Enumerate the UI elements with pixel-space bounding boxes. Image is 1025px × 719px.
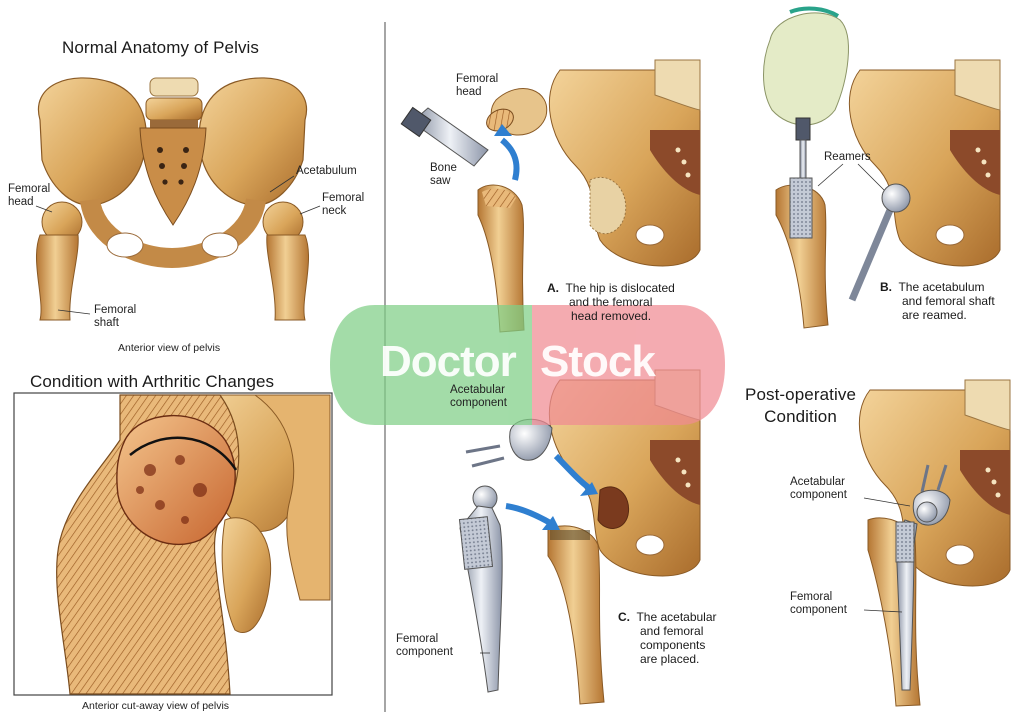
- postop-title: Post-operative Condition: [745, 384, 856, 428]
- step-a-caption: A. The hip is dislocated and the femoral…: [547, 281, 675, 323]
- step-b-caption-line3: are reamed.: [880, 308, 995, 322]
- step-c-label-acetabular: Acetabular component: [450, 384, 507, 410]
- postop-label-femoral-line2: component: [790, 604, 847, 617]
- step-a-label-femoral-head: Femoral head: [456, 73, 498, 99]
- step-c-label-femoral-line2: component: [396, 646, 453, 659]
- postop-label-acetabular: Acetabular component: [790, 476, 847, 502]
- step-b-caption: B. The acetabulum and femoral shaft are …: [880, 280, 995, 322]
- step-c-caption-line4: are placed.: [618, 652, 717, 666]
- step-a-caption-line3: head removed.: [547, 309, 675, 323]
- normal-anatomy-title: Normal Anatomy of Pelvis: [62, 38, 259, 58]
- arthritic-caption: Anterior cut-away view of pelvis: [82, 700, 229, 712]
- arthritic-title: Condition with Arthritic Changes: [30, 372, 274, 392]
- step-b-caption-line1: The acetabulum: [898, 280, 984, 294]
- label-femoral-shaft: Femoral shaft: [94, 304, 136, 330]
- label-femoral-head-line1: Femoral: [8, 183, 50, 196]
- step-c-caption-line1: The acetabular: [636, 610, 716, 624]
- postop-label-femoral: Femoral component: [790, 591, 847, 617]
- arthritic-hip-drawing: [14, 393, 332, 695]
- step-a-label-femoral-head-line1: Femoral: [456, 73, 498, 86]
- label-femoral-head-line2: head: [8, 196, 50, 209]
- postop-title-line2: Condition: [745, 406, 856, 428]
- step-b-label-reamers: Reamers: [824, 151, 871, 164]
- step-a-label-femoral-head-line2: head: [456, 86, 498, 99]
- label-femoral-shaft-line2: shaft: [94, 317, 136, 330]
- step-c-letter: C.: [618, 610, 630, 624]
- postop-label-acetabular-line1: Acetabular: [790, 476, 847, 489]
- step-a-caption-line2: and the femoral: [547, 295, 675, 309]
- step-c-label-femoral-line1: Femoral: [396, 633, 453, 646]
- step-c-caption-line3: components: [618, 638, 717, 652]
- step-c-label-femoral: Femoral component: [396, 633, 453, 659]
- postop-drawing: [859, 380, 1010, 706]
- postop-label-acetabular-line2: component: [790, 489, 847, 502]
- label-acetabulum: Acetabulum: [296, 165, 357, 178]
- step-b-caption-line2: and femoral shaft: [880, 294, 995, 308]
- step-a-label-bone-saw-line1: Bone: [430, 162, 457, 175]
- step-c-caption-line2: and femoral: [618, 624, 717, 638]
- normal-pelvis-drawing: [36, 78, 320, 320]
- step-a-letter: A.: [547, 281, 559, 295]
- label-femoral-head: Femoral head: [8, 183, 50, 209]
- label-femoral-neck-line2: neck: [322, 205, 364, 218]
- step-a-label-bone-saw: Bone saw: [430, 162, 457, 188]
- postop-title-line1: Post-operative: [745, 384, 856, 406]
- label-femoral-neck: Femoral neck: [322, 192, 364, 218]
- step-a-label-bone-saw-line2: saw: [430, 175, 457, 188]
- step-c-caption: C. The acetabular and femoral components…: [618, 610, 717, 666]
- step-c-label-acetabular-line2: component: [450, 397, 507, 410]
- normal-anatomy-caption: Anterior view of pelvis: [118, 342, 220, 354]
- label-femoral-neck-line1: Femoral: [322, 192, 364, 205]
- step-b-letter: B.: [880, 280, 892, 294]
- watermark-word-doctor: Doctor: [380, 337, 516, 387]
- step-a-caption-line1: The hip is dislocated: [565, 281, 674, 295]
- watermark-word-stock: Stock: [540, 337, 655, 387]
- label-femoral-shaft-line1: Femoral: [94, 304, 136, 317]
- postop-label-femoral-line1: Femoral: [790, 591, 847, 604]
